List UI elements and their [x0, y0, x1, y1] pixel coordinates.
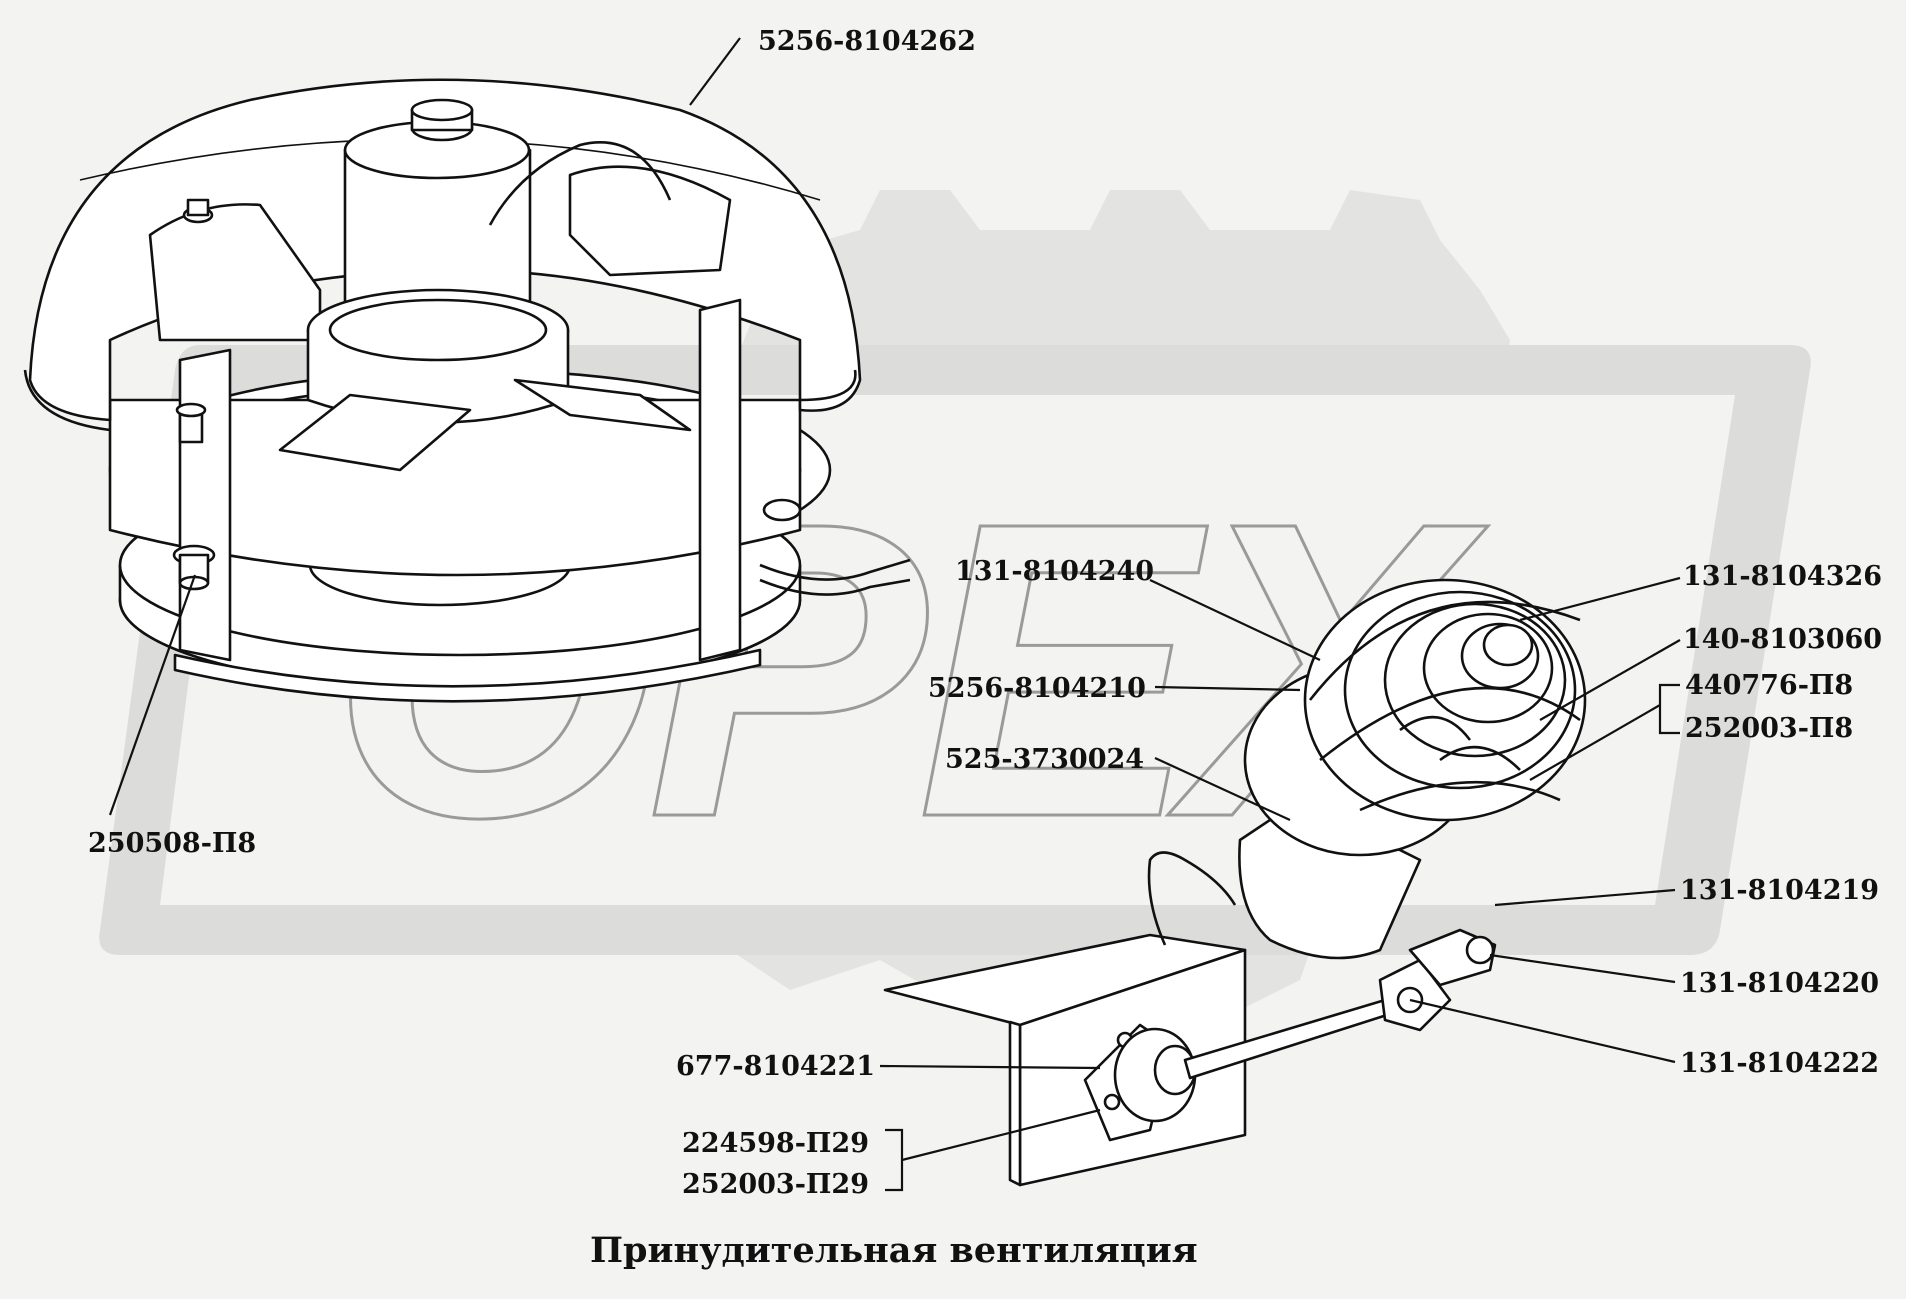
fan-grille-hub	[1482, 623, 1534, 667]
leader-swivel-arm	[1494, 888, 1676, 907]
fan-grille	[1303, 578, 1587, 822]
leader-fan-housing	[1149, 579, 1321, 661]
leader-roof-bolt	[108, 574, 197, 816]
leader-lines	[108, 37, 1681, 1192]
label-fan-impeller: 140-8103060	[1683, 624, 1882, 655]
leader-fan-grille	[1519, 576, 1681, 622]
bolt-top-left	[182, 198, 214, 224]
fan-blade-right	[513, 378, 692, 432]
leader-fan-motor	[1154, 757, 1291, 821]
diagram-caption: Принудительная вентиляция	[590, 1230, 1198, 1271]
bolt-right	[762, 498, 802, 522]
bracket-left	[178, 348, 232, 662]
label-fan-bracket: 5256-8104210	[928, 673, 1146, 704]
label-washer-a: 252003-П8	[1685, 713, 1853, 744]
label-roof-bolt: 250508-П8	[88, 828, 256, 859]
vent-power-wires	[759, 558, 911, 596]
desk-fan-unit	[883, 578, 1587, 1187]
impeller-ring-inner	[328, 298, 548, 362]
leader-fan-impeller	[1539, 639, 1681, 721]
vent-motor-cap-top	[410, 98, 474, 122]
label-swivel-clamp: 131-8104222	[1680, 1048, 1879, 1079]
swivel-joint	[1465, 935, 1495, 965]
filter-mesh-left	[148, 203, 322, 342]
label-washer-b: 252003-П29	[682, 1169, 869, 1200]
bolt-bracket	[175, 402, 207, 444]
leader-bracket-a	[1658, 683, 1680, 735]
label-roof-vent-cover: 5256-8104262	[758, 26, 976, 57]
label-swivel-joint: 131-8104220	[1680, 968, 1879, 999]
bolt-bottom-left	[172, 544, 216, 591]
label-bolt-a: 440776-П8	[1685, 670, 1853, 701]
fan-blade-left	[278, 393, 472, 472]
leader-mount-plate	[879, 1064, 1101, 1070]
leader-fan-bracket	[1154, 685, 1301, 692]
vent-motor-hose	[488, 141, 672, 226]
gasket-strip	[173, 648, 762, 703]
cover-dome-rim	[23, 369, 857, 432]
mount-bracket-side	[1008, 1020, 1022, 1187]
mount-plate-hole-bottom	[1103, 1093, 1121, 1111]
label-fan-grille: 131-8104326	[1683, 561, 1882, 592]
desk-fan-cable	[1147, 851, 1237, 946]
roof-vent-unit	[23, 78, 911, 703]
fan-impeller	[1399, 715, 1521, 771]
label-fan-housing: 131-8104240	[955, 556, 1154, 587]
leader-roof-vent-cover	[689, 37, 741, 106]
label-swivel-arm: 131-8104219	[1680, 875, 1879, 906]
leader-swivel-joint	[1489, 953, 1676, 984]
leader-swivel-clamp	[1409, 998, 1676, 1064]
label-bolt-b: 224598-П29	[682, 1128, 869, 1159]
part-labels: 5256-8104262 250508-П8 131-8104240 5256-…	[88, 26, 1882, 1200]
bracket-right	[698, 298, 742, 662]
label-mount-plate: 677-8104221	[676, 1051, 875, 1082]
filter-mesh-right	[568, 165, 732, 277]
leader-bolt-b	[901, 1108, 1101, 1162]
leader-bolt-a	[1529, 704, 1661, 781]
label-fan-motor: 525-3730024	[945, 744, 1144, 775]
leader-bracket-b	[885, 1128, 904, 1192]
